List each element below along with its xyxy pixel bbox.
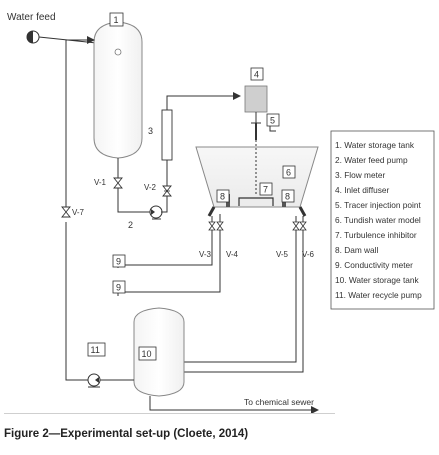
- legend-item: 8. Dam wall: [335, 245, 378, 255]
- water-feed-pump-icon: [149, 205, 163, 220]
- number-label: 3: [148, 126, 153, 136]
- legend-item: 7. Turbulence inhibitor: [335, 230, 417, 240]
- water-recycle-pump-icon: [87, 373, 101, 388]
- valve-label: V-2: [144, 183, 157, 192]
- legend-item: 2. Water feed pump: [335, 155, 408, 165]
- valve-v1-icon: [113, 177, 123, 189]
- number-label: 1: [114, 15, 119, 25]
- figure-caption: Figure 2—Experimental set-up (Cloete, 20…: [4, 428, 249, 440]
- valve-v6-icon: [299, 221, 307, 231]
- legend-item: 3. Flow meter: [335, 170, 385, 180]
- number-label: 4: [254, 70, 259, 80]
- legend-item: 4. Inlet diffuser: [335, 185, 390, 195]
- valve-label: V-3: [199, 250, 212, 259]
- valve-v5-icon: [292, 221, 300, 231]
- water-storage-tank-1: [93, 21, 143, 159]
- valve-label: V-6: [302, 250, 315, 259]
- legend-item: 5. Tracer injection point: [335, 200, 421, 210]
- valve-v3-icon: [208, 221, 216, 231]
- number-label: 5: [270, 116, 275, 126]
- feed-valve-icon: [26, 30, 40, 44]
- experimental-setup-diagram: Water feed 1 V-1 2 V-2 3 4 5 6: [7, 12, 435, 414]
- inlet-diffuser: [244, 85, 268, 113]
- number-label: 8: [285, 192, 290, 202]
- valve-v7-icon: [61, 206, 71, 218]
- caption-divider: [4, 413, 335, 414]
- valve-label: V-4: [226, 250, 239, 259]
- number-label: 6: [286, 168, 291, 178]
- number-label: 7: [263, 185, 268, 195]
- number-label: 2: [128, 220, 133, 230]
- legend-item: 1. Water storage tank: [335, 140, 415, 150]
- legend-item: 9. Conductivity meter: [335, 260, 413, 270]
- legend-item: 10. Water storage tank: [335, 275, 419, 285]
- number-label: 9: [116, 257, 121, 267]
- valve-label: V-7: [72, 208, 85, 217]
- number-label: 8: [220, 192, 225, 202]
- water-storage-tank-10: [133, 307, 185, 397]
- water-feed-label: Water feed: [7, 12, 56, 23]
- valve-label: V-1: [94, 178, 107, 187]
- number-label: 9: [116, 283, 121, 293]
- to-chemical-sewer-label: To chemical sewer: [244, 397, 314, 407]
- number-label: 10: [142, 349, 152, 359]
- number-label: 11: [91, 345, 100, 355]
- valve-label: V-5: [276, 250, 289, 259]
- legend-item: 11. Water recycle pump: [335, 290, 422, 300]
- legend-box: 1. Water storage tank 2. Water feed pump…: [330, 130, 435, 310]
- valve-v4-icon: [216, 221, 224, 231]
- legend-item: 6. Tundish water model: [335, 215, 421, 225]
- flow-meter: [161, 109, 173, 161]
- turbulence-inhibitor: [238, 197, 274, 206]
